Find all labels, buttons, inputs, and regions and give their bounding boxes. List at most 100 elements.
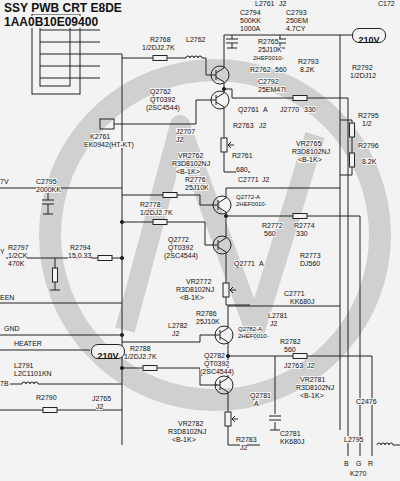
- part-label: G: [356, 460, 361, 467]
- junction-dot: [222, 87, 225, 90]
- wire: [202, 58, 211, 75]
- resistor-symbol: [153, 56, 167, 61]
- part-label: R2797: [8, 244, 29, 251]
- part-label: KK680J: [280, 438, 305, 445]
- part-label: <B-1K>: [298, 156, 322, 163]
- part-label: J2: [259, 122, 266, 129]
- variable-resistor-wiper: [228, 142, 234, 148]
- wire: [122, 368, 143, 369]
- part-label: GND: [4, 325, 20, 332]
- part-label: L2C1101KN: [14, 370, 52, 377]
- transistor-leads: [211, 91, 224, 109]
- part-label: J2: [262, 176, 269, 183]
- wire: [80, 54, 122, 55]
- part-label: R3D8102NJ: [172, 160, 210, 167]
- part-label: J2: [176, 136, 183, 143]
- part-label: R2776: [185, 176, 206, 183]
- part-label: R: [368, 460, 373, 467]
- wire: [40, 66, 80, 67]
- transistor-symbol: [215, 376, 233, 394]
- wire: [270, 422, 280, 430]
- part-label: (2SC4544): [146, 104, 180, 111]
- part-label: Q2782: [204, 352, 225, 359]
- part-label: J2: [307, 362, 314, 369]
- board-title: SSY PWB CRT E8DE: [4, 2, 122, 14]
- part-label: Y: [0, 248, 5, 255]
- part-label: Q2762: [150, 88, 171, 95]
- part-label: Q2771: [234, 260, 255, 267]
- part-label: HEATER: [14, 340, 42, 347]
- transistor-symbol: [211, 66, 229, 84]
- wire: [0, 303, 122, 304]
- part-label: C172: [378, 0, 395, 7]
- part-label: 2HEF0010-: [238, 333, 269, 339]
- part-label: C2792: [258, 78, 279, 85]
- resistor-symbol: [350, 153, 355, 167]
- part-label: VR2762: [178, 152, 203, 159]
- voltage-flag: 210V: [91, 344, 125, 359]
- part-label: C2771: [284, 290, 305, 297]
- wire: [80, 42, 100, 43]
- variable-resistor-wiper: [230, 287, 236, 293]
- junction-dot: [120, 256, 123, 259]
- part-label: 1/2DJ12: [350, 72, 376, 79]
- part-label: A: [259, 260, 264, 267]
- part-label: R3D8102NJ: [292, 148, 330, 155]
- part-label: J2763: [284, 362, 303, 369]
- wire: [224, 109, 225, 138]
- part-label: J2: [270, 320, 277, 327]
- part-label: 1/2: [362, 120, 372, 127]
- transistor-leads: [213, 236, 226, 254]
- part-label: VR2772: [186, 278, 211, 285]
- part-label: 7V: [0, 178, 9, 185]
- wire: [40, 42, 80, 43]
- coil-symbol: [377, 443, 393, 445]
- part-label: 1/2DJ2.7K: [140, 209, 173, 216]
- part-label: <B-1K>: [176, 168, 200, 175]
- part-label: QT0392: [150, 96, 175, 103]
- wire: [228, 394, 229, 412]
- junction-dot: [120, 333, 123, 336]
- junction-dot: [224, 214, 227, 217]
- part-label: R2786: [196, 310, 217, 317]
- transistor-leads: [211, 66, 224, 84]
- voltage-flag: 210V: [352, 28, 386, 43]
- part-label: R2761: [232, 152, 253, 159]
- part-label: R2793: [298, 58, 319, 65]
- part-label: J2765: [92, 395, 111, 402]
- wire: [226, 254, 227, 283]
- wire: [226, 216, 293, 217]
- part-label: A: [254, 400, 259, 407]
- capacitor-symbol: [42, 200, 54, 204]
- part-label: R2772: [262, 222, 283, 229]
- part-label: VR2782: [178, 420, 203, 427]
- part-label: C2476: [356, 398, 377, 405]
- part-label: 1000A: [240, 25, 260, 32]
- part-label: C2794: [240, 9, 261, 16]
- part-label: J2: [279, 0, 286, 7]
- junction-dot: [120, 220, 123, 223]
- part-label: 25J10K: [185, 184, 209, 191]
- wire: [122, 195, 163, 196]
- part-label: J2: [240, 444, 247, 451]
- part-label: EK0942(HT-KT): [84, 141, 134, 148]
- variable-resistor-symbol: [221, 138, 227, 152]
- part-label: 500KK: [240, 17, 261, 24]
- part-label: L2795: [344, 436, 363, 443]
- part-label: 25J10K: [196, 318, 220, 325]
- wire: [55, 258, 56, 268]
- wire: [80, 78, 100, 79]
- part-label: L2782: [168, 322, 187, 329]
- watermark-ring: [50, 70, 380, 400]
- transistor-symbol: [213, 236, 231, 254]
- part-label: Q2772-A: [236, 194, 260, 200]
- transistor-leads: [213, 196, 226, 214]
- transistor-leads: [215, 326, 228, 344]
- part-label: C2781: [280, 430, 301, 437]
- part-label: C2771: [238, 176, 259, 183]
- wire: [227, 43, 237, 48]
- part-label: 680: [236, 166, 248, 173]
- wire: [177, 195, 213, 205]
- part-label: 2HEF0010-: [253, 55, 284, 61]
